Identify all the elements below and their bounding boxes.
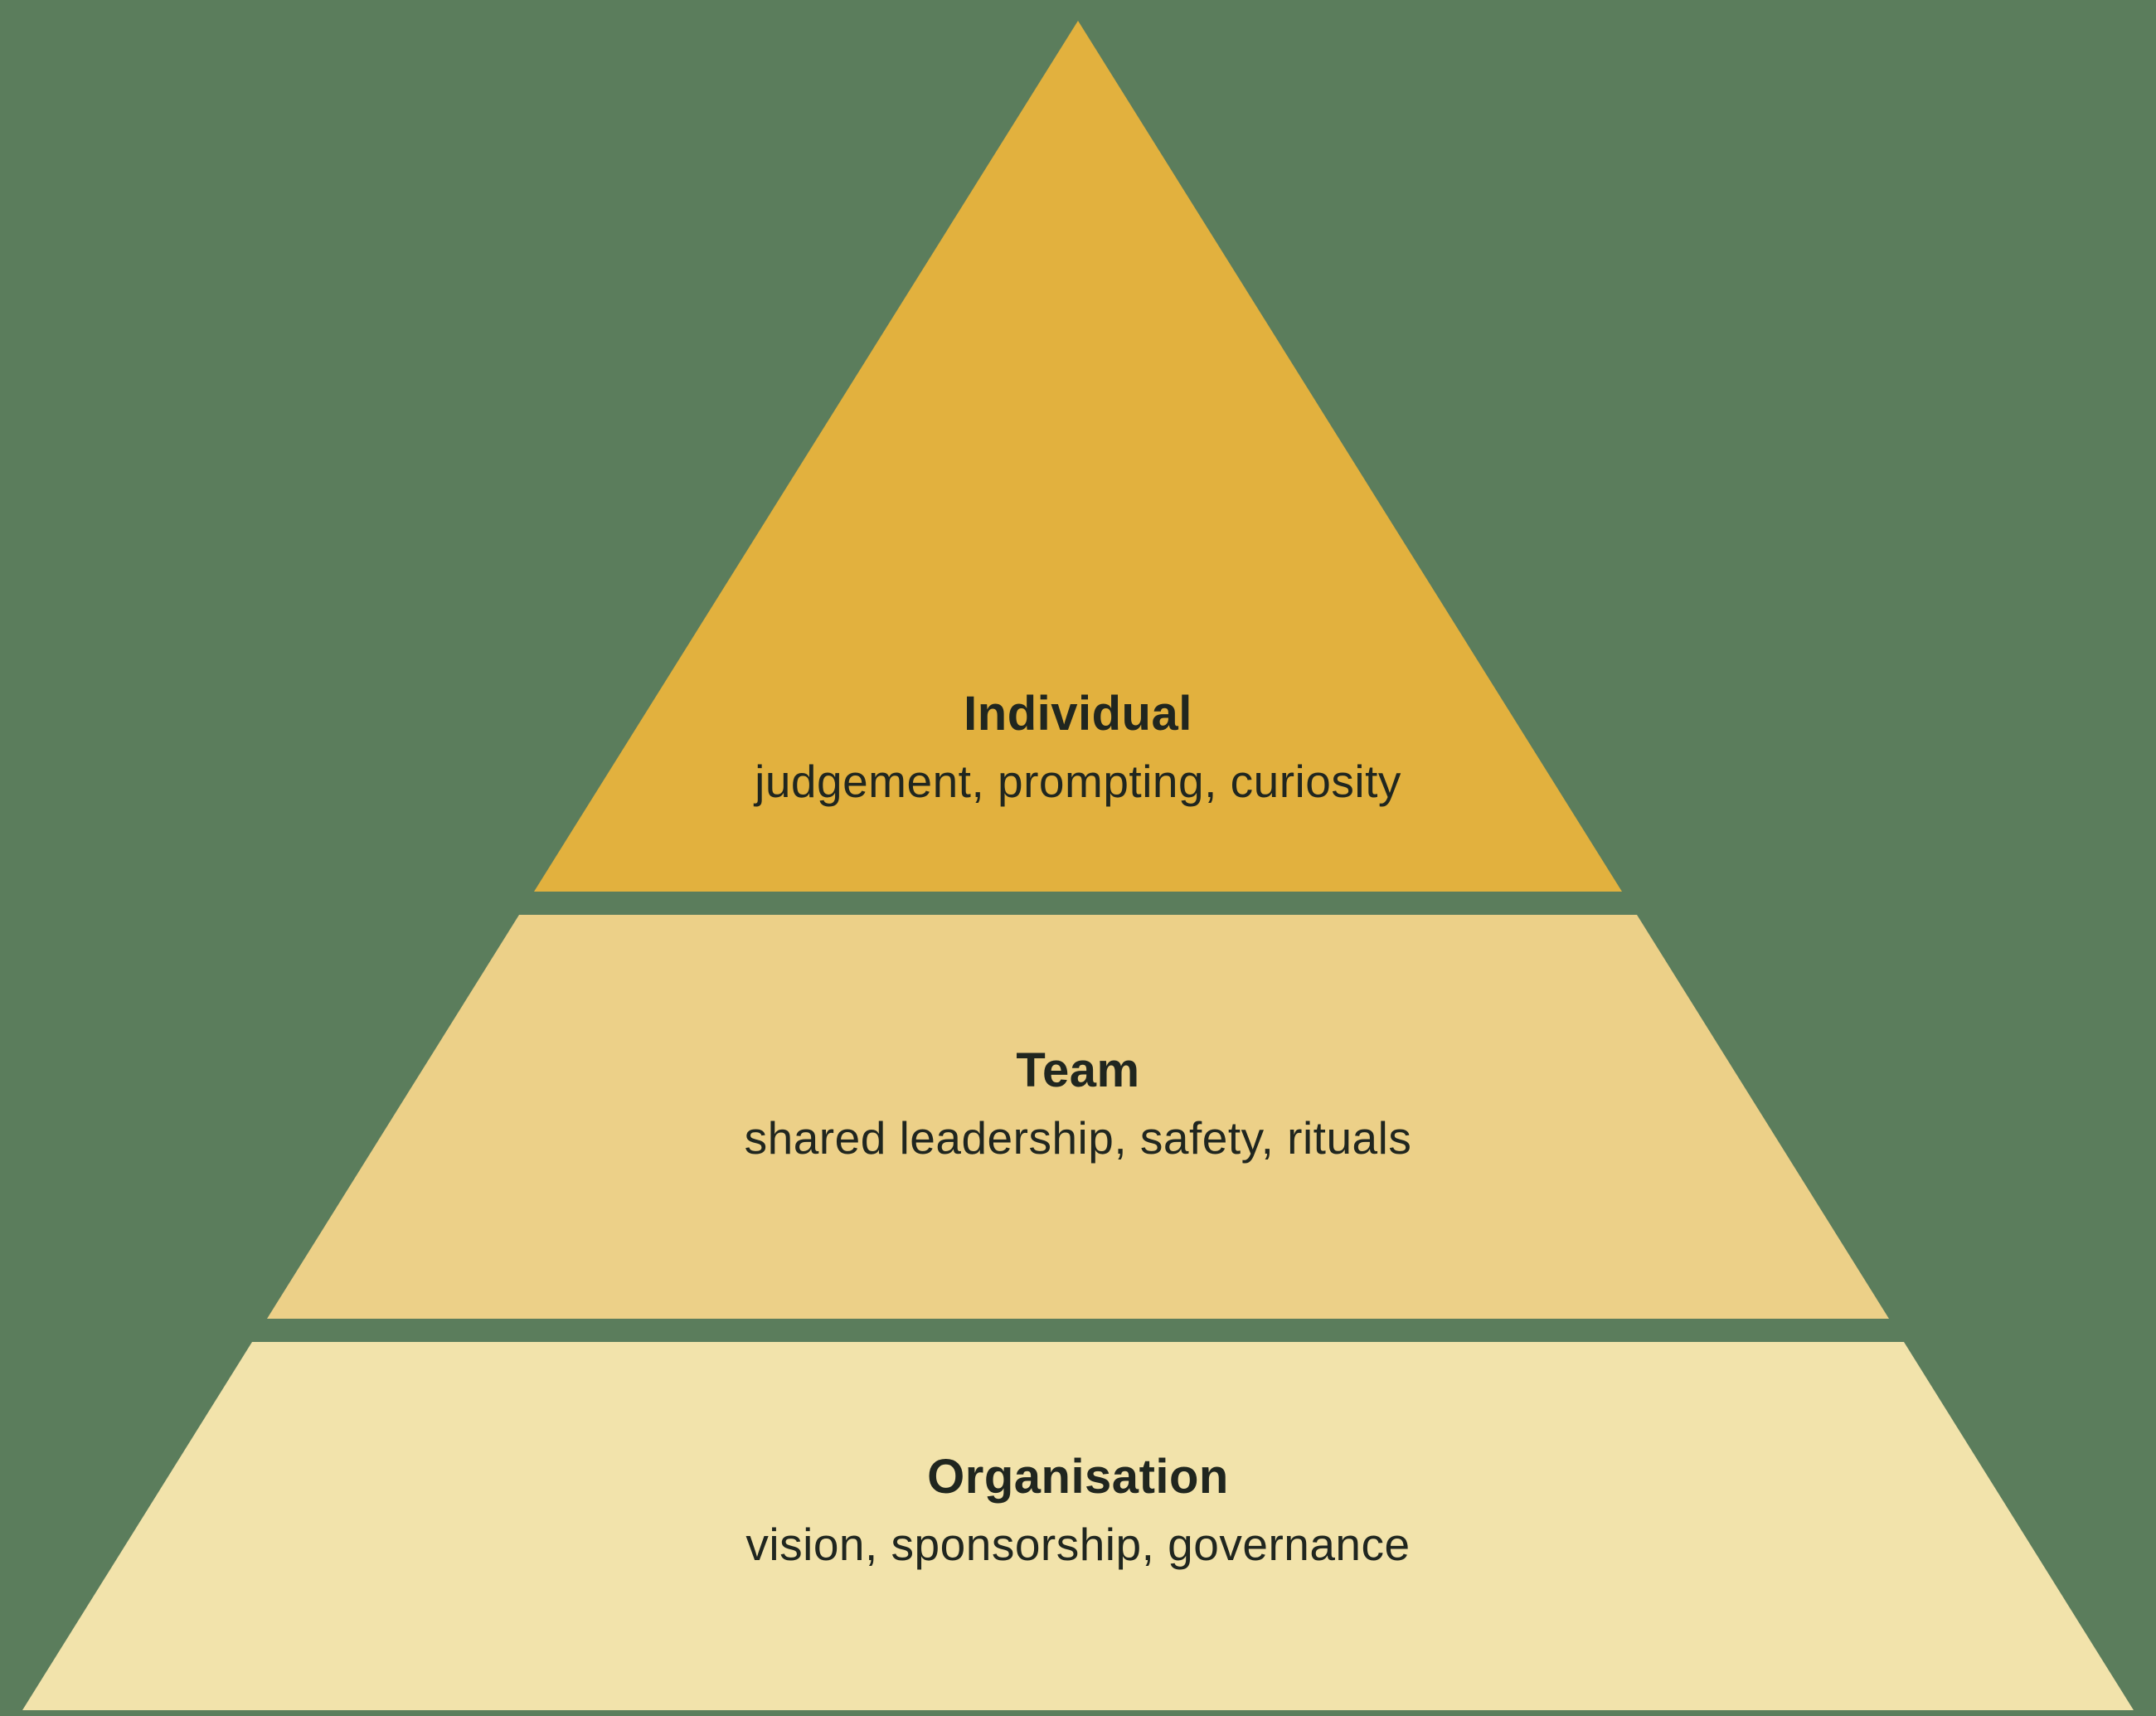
pyramid-tier-organisation-shape bbox=[22, 1342, 2134, 1710]
pyramid-tier-team-shape bbox=[267, 915, 1889, 1319]
pyramid-tier-individual-shape bbox=[534, 21, 1622, 892]
